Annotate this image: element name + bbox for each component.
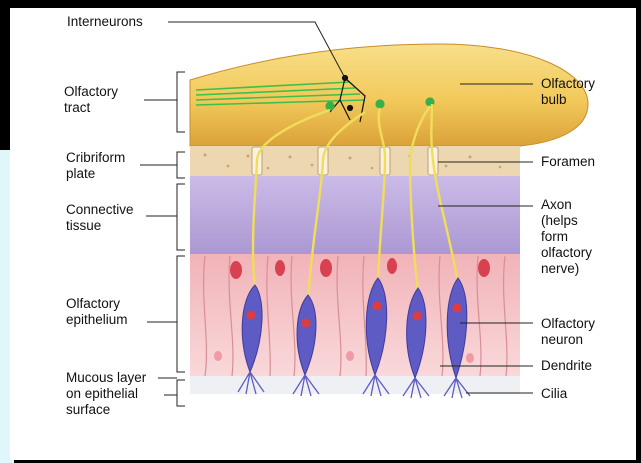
label-olfactory-bulb: Olfactory bulb bbox=[541, 76, 595, 108]
label-dendrite: Dendrite bbox=[541, 358, 592, 374]
label-axon: Axon (helps form olfactory nerve) bbox=[541, 197, 592, 277]
label-olfactory-tract: Olfactory tract bbox=[64, 84, 118, 116]
label-cribriform-plate: Cribriform plate bbox=[66, 150, 125, 182]
label-foramen: Foramen bbox=[541, 154, 595, 170]
mucous-layer bbox=[190, 376, 520, 394]
connective-tissue bbox=[190, 176, 520, 254]
label-brackets bbox=[177, 72, 185, 406]
olfactory-bulb bbox=[190, 44, 588, 146]
label-cilia: Cilia bbox=[541, 386, 567, 402]
label-olfactory-neuron: Olfactory neuron bbox=[541, 316, 595, 348]
label-interneurons: Interneurons bbox=[67, 14, 143, 30]
label-mucous-layer: Mucous layer on epithelial surface bbox=[66, 370, 146, 418]
cribriform-plate bbox=[190, 146, 520, 176]
label-connective-tissue: Connective tissue bbox=[66, 202, 134, 234]
label-olfactory-epithelium: Olfactory epithelium bbox=[66, 296, 128, 328]
